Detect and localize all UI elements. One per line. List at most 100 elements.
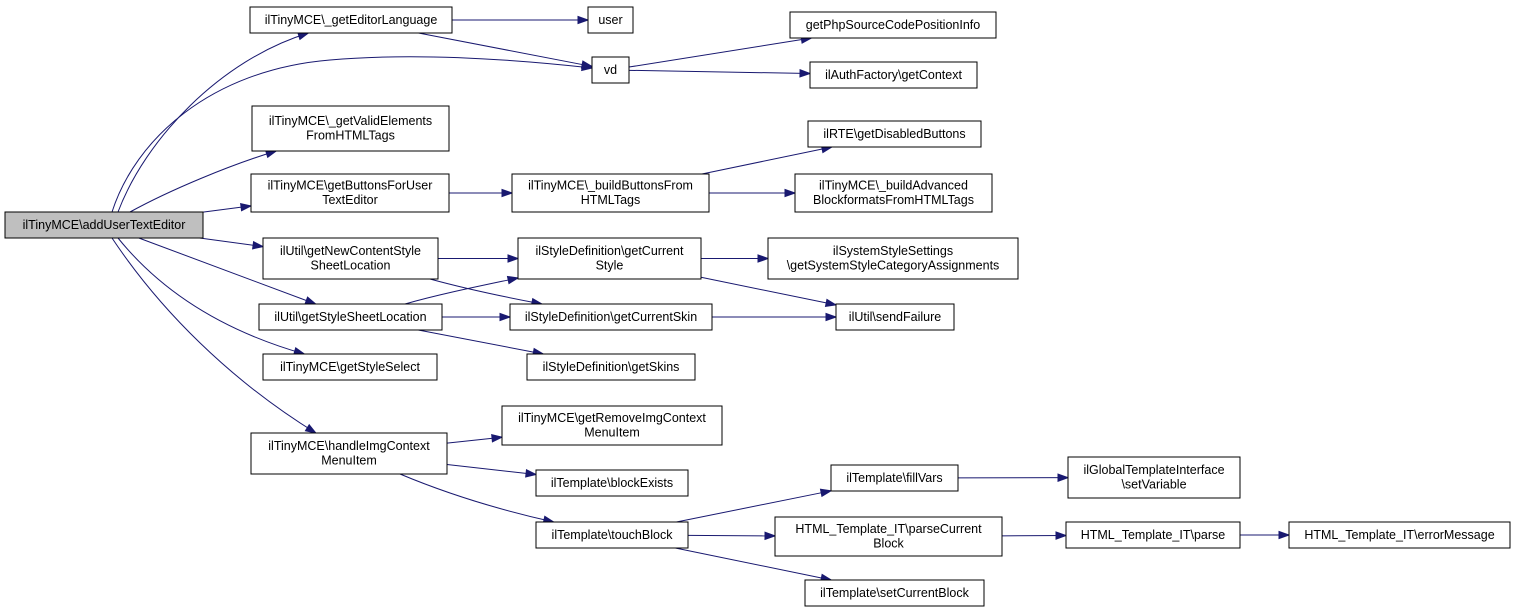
- nodes-layer: ilTinyMCE\addUserTextEditor ilTinyMCE\_ge…: [4, 6, 1511, 607]
- node-fillVars[interactable]: ilTemplate\fillVars: [830, 464, 959, 492]
- node-box: [830, 464, 959, 492]
- node-getEditorLanguage[interactable]: ilTinyMCE\_getEditorLanguage: [249, 6, 453, 34]
- node-label: ilGlobalTemplateInterface: [1083, 463, 1224, 477]
- node-label: ilTinyMCE\getRemoveImgContext: [518, 411, 706, 425]
- node-label: HTMLTags: [581, 193, 641, 207]
- arrowhead-getSystemStyleCat: [757, 254, 770, 263]
- node-label: ilTinyMCE\getStyleSelect: [280, 360, 420, 374]
- arrowhead-getEditorLanguage: [297, 31, 310, 41]
- node-box: [526, 353, 696, 381]
- node-getStyleSelect[interactable]: ilTinyMCE\getStyleSelect: [262, 353, 438, 381]
- node-box: [804, 579, 985, 607]
- node-touchBlock[interactable]: ilTemplate\touchBlock: [535, 521, 689, 549]
- node-blockExists[interactable]: ilTemplate\blockExists: [535, 469, 689, 497]
- node-getDisabledButtons[interactable]: ilRTE\getDisabledButtons: [807, 120, 982, 148]
- node-label: \setVariable: [1121, 478, 1186, 492]
- node-label: Block: [873, 537, 904, 551]
- node-box: [835, 303, 955, 331]
- node-label: ilTemplate\setCurrentBlock: [820, 586, 969, 600]
- edge-root-to-getButtonsForUser: [202, 202, 253, 213]
- node-label: Style: [596, 259, 624, 273]
- edges-layer: [111, 15, 1291, 583]
- node-box: [535, 521, 689, 549]
- arrowhead-sendFailure: [825, 312, 838, 322]
- node-setVariable[interactable]: ilGlobalTemplateInterface\setVariable: [1067, 456, 1241, 499]
- edge-vd-to-getContext: [628, 69, 812, 78]
- node-getStyleSheetLocation[interactable]: ilUtil\getStyleSheetLocation: [258, 303, 443, 331]
- arrowhead-getCurrentStyle: [506, 275, 520, 285]
- node-label: ilRTE\getDisabledButtons: [823, 127, 965, 141]
- node-box: [249, 6, 453, 34]
- node-label: vd: [604, 63, 617, 77]
- node-buildAdvanced[interactable]: ilTinyMCE\_buildAdvancedBlockformatsFrom…: [794, 173, 993, 213]
- arrowhead-parse: [1055, 531, 1068, 540]
- node-getSkins[interactable]: ilStyleDefinition\getSkins: [526, 353, 696, 381]
- edge-getEditorLanguage-to-user: [452, 15, 590, 25]
- node-getCurrentSkin[interactable]: ilStyleDefinition\getCurrentSkin: [509, 303, 713, 331]
- node-box: [1288, 521, 1511, 549]
- node-label: ilStyleDefinition\getCurrent: [536, 244, 685, 258]
- arrowhead-buildAdvanced: [784, 188, 797, 198]
- edge-getCurrentStyle-to-sendFailure: [700, 276, 838, 308]
- arrowhead-setVariable: [1057, 473, 1070, 482]
- edge-getEditorLanguage-to-vd: [418, 32, 594, 69]
- edge-getCurrentSkin-to-sendFailure: [712, 312, 838, 322]
- node-user[interactable]: user: [587, 6, 634, 34]
- node-parse[interactable]: HTML_Template_IT\parse: [1065, 521, 1241, 549]
- node-label: ilUtil\sendFailure: [849, 310, 941, 324]
- arrowhead-getContext: [799, 69, 812, 78]
- node-label: ilAuthFactory\getContext: [825, 68, 962, 82]
- node-root[interactable]: ilTinyMCE\addUserTextEditor: [4, 211, 204, 239]
- node-label: SheetLocation: [311, 259, 391, 273]
- edge-getNewContentStyle-to-getCurrentStyle: [438, 254, 520, 263]
- node-setCurrentBlock[interactable]: ilTemplate\setCurrentBlock: [804, 579, 985, 607]
- edge-getStyleSheetLocation-to-getCurrentSkin: [442, 312, 512, 322]
- node-label: HTML_Template_IT\errorMessage: [1304, 528, 1494, 542]
- arrowhead-getNewContentStyle: [252, 240, 265, 250]
- node-box: [767, 237, 1019, 280]
- node-label: ilTinyMCE\_buildButtonsFrom: [528, 179, 693, 193]
- node-box: [262, 353, 438, 381]
- edge-getNewContentStyle-to-getCurrentSkin: [429, 278, 544, 307]
- node-box: [251, 105, 450, 152]
- node-box: [809, 61, 978, 89]
- edge-buildButtons-to-buildAdvanced: [709, 188, 797, 198]
- node-getPhpSourceCodePositionInfo[interactable]: getPhpSourceCodePositionInfo: [789, 11, 997, 39]
- node-box: [587, 6, 634, 34]
- node-box: [591, 56, 630, 84]
- edge-root-to-getNewContentStyle: [199, 237, 265, 250]
- edge-getStyleSheetLocation-to-getSkins: [418, 329, 545, 357]
- edge-root-to-getValidElements: [129, 149, 278, 213]
- edge-getCurrentStyle-to-getSystemStyleCat: [701, 254, 770, 263]
- node-label: ilTinyMCE\_getEditorLanguage: [265, 13, 438, 27]
- node-label: FromHTMLTags: [306, 129, 395, 143]
- node-label: ilUtil\getNewContentStyle: [280, 244, 421, 258]
- node-label: ilTinyMCE\getButtonsForUser: [268, 179, 433, 193]
- node-label: HTML_Template_IT\parseCurrent: [795, 522, 982, 536]
- node-box: [774, 516, 1003, 557]
- node-label: ilStyleDefinition\getCurrentSkin: [525, 310, 697, 324]
- node-errorMessage[interactable]: HTML_Template_IT\errorMessage: [1288, 521, 1511, 549]
- node-label: ilTemplate\blockExists: [551, 476, 673, 490]
- node-getContext[interactable]: ilAuthFactory\getContext: [809, 61, 978, 89]
- node-sendFailure[interactable]: ilUtil\sendFailure: [835, 303, 955, 331]
- arrowhead-sendFailure: [824, 298, 838, 308]
- node-label: ilTinyMCE\handleImgContext: [268, 439, 430, 453]
- node-getSystemStyleCat[interactable]: ilSystemStyleSettings\getSystemStyleCate…: [767, 237, 1019, 280]
- node-box: [1067, 456, 1241, 499]
- node-label: user: [598, 13, 622, 27]
- node-vd[interactable]: vd: [591, 56, 630, 84]
- node-label: TextEditor: [322, 193, 378, 207]
- node-label: ilTemplate\touchBlock: [552, 528, 674, 542]
- edge-touchBlock-to-parseCurrentBlock: [687, 531, 777, 541]
- arrowhead-vd: [580, 60, 594, 69]
